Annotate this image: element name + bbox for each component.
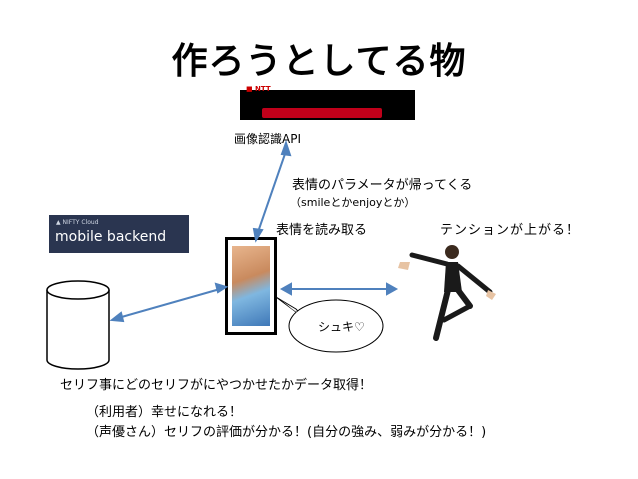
database-icon (46, 280, 110, 370)
read-expression-label: 表情を読み取る (276, 223, 368, 238)
data-collection-text: セリフ事にどのセリフがにやつかせたかデータ取得！ (60, 378, 373, 393)
user-benefit-text: （利用者）幸せになれる！ (86, 405, 243, 420)
nifty-cloud-text: ▲ NIFTY Cloud (56, 219, 99, 226)
speech-bubble (275, 296, 384, 353)
jumping-person-photo (232, 246, 270, 326)
parameter-return-label: 表情のパラメータが帰ってくる (292, 178, 473, 193)
ntt-logo-text: ■ NTT (246, 85, 271, 93)
person-arrow (279, 282, 399, 296)
tension-label: テンションが上がる！ (440, 223, 581, 238)
bubble-text: シュキ♡ (318, 320, 365, 334)
mobile-backend-text: mobile backend (55, 229, 167, 245)
api-label: 画像認識API (234, 132, 301, 146)
excited-person-icon (398, 245, 496, 341)
logo-red-mark (262, 108, 382, 118)
backend-arrow (109, 282, 229, 323)
mobile-backend-logo (49, 215, 189, 253)
parameter-examples-label: （smileとかenjoyとか） (290, 196, 416, 209)
slide-title: 作ろうとしてる物 (171, 41, 467, 82)
api-arrow (252, 139, 292, 243)
voice-actor-benefit-text: （声優さん）セリフの評価が分かる！(自分の強み、弱みが分かる！) (86, 425, 487, 440)
